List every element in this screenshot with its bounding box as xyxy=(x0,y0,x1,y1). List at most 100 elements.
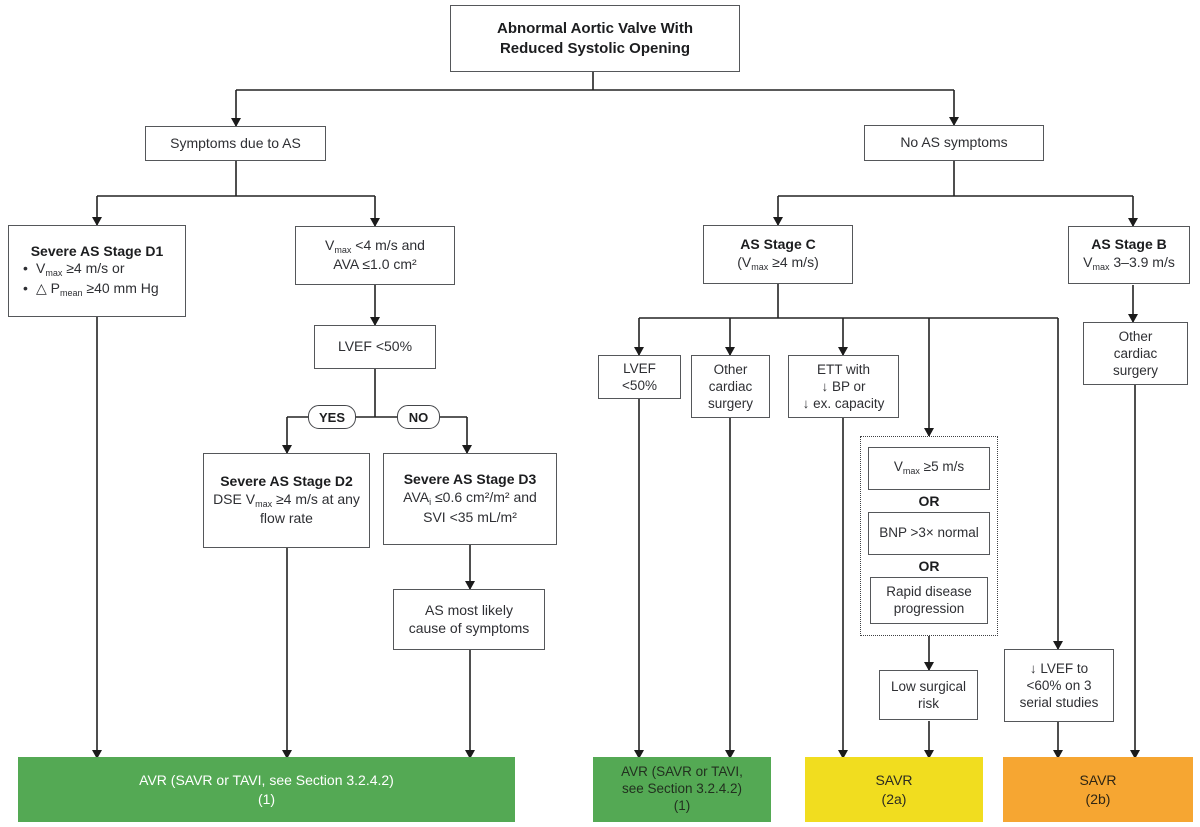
node-line2: cardiac xyxy=(708,378,753,394)
node-other-cardiac-surgery-b: Other cardiac surgery xyxy=(1083,322,1188,385)
subscript: max xyxy=(334,244,352,255)
node-line2: Vmax 3–3.9 m/s xyxy=(1083,254,1175,274)
node-line2: <50% xyxy=(622,378,657,393)
node-line1: Low surgical xyxy=(890,678,967,694)
node-as-stage-c: AS Stage C (Vmax ≥4 m/s) xyxy=(703,225,853,284)
node-line1: AVR (SAVR or TAVI, see Section 3.2.4.2) xyxy=(139,772,394,789)
node-label: BNP >3× normal xyxy=(879,525,979,541)
text-fragment: ≥5 m/s xyxy=(919,459,965,475)
node-line2: (1) xyxy=(257,790,276,807)
node-heading: AS Stage C xyxy=(740,235,816,252)
node-severe-as-stage-d3: Severe AS Stage D3 AVAi ≤0.6 cm²/m² and … xyxy=(383,453,557,545)
node-severe-as-stage-d1: Severe AS Stage D1 • Vmax ≥4 m/s or • △ Pm… xyxy=(8,225,186,317)
node-ett: ETT with ↓ BP or ↓ ex. capacity xyxy=(788,355,899,418)
text-fragment: DSE V xyxy=(213,490,256,507)
node-line1: Vmax <4 m/s and xyxy=(325,237,425,257)
node-line1: Other xyxy=(1118,328,1153,344)
text-fragment: <4 m/s and xyxy=(351,236,425,253)
node-line2: cardiac xyxy=(1113,345,1158,361)
node-line2: <60% on 3 xyxy=(1026,677,1092,693)
arrowhead-icons xyxy=(92,117,1140,759)
node-line3: (1) xyxy=(673,797,691,813)
no-label-pill: NO xyxy=(397,405,440,429)
node-line1: AS most likely xyxy=(425,601,513,618)
text-fragment: ≥4 m/s or xyxy=(62,260,125,277)
node-line1: SAVR xyxy=(1079,772,1117,789)
node-heading: Severe AS Stage D1 xyxy=(30,242,164,259)
node-line1: SAVR xyxy=(875,772,913,789)
terminal-avr-main: AVR (SAVR or TAVI, see Section 3.2.4.2) … xyxy=(18,757,515,822)
node-low-surgical-risk: Low surgical risk xyxy=(879,670,978,720)
node-vmax-ge5: Vmax ≥5 m/s xyxy=(868,447,990,490)
node-line1: AVR (SAVR or TAVI, xyxy=(621,764,743,780)
node-line2: SVI <35 mL/m² xyxy=(423,508,517,525)
text-fragment: V xyxy=(36,260,46,277)
bullet-icon: • xyxy=(23,279,28,296)
node-lvef-lt50-c: LVEF <50% xyxy=(598,355,681,399)
node-label: No AS symptoms xyxy=(900,134,1008,151)
subscript: max xyxy=(45,268,63,279)
node-line2: (2b) xyxy=(1085,790,1111,807)
text-fragment: △ P xyxy=(36,279,60,296)
node-label: LVEF <50% xyxy=(337,338,413,355)
node-no-as-symptoms: No AS symptoms xyxy=(864,125,1044,161)
text-fragment: V xyxy=(1083,254,1093,271)
subscript: i xyxy=(429,497,432,508)
title-line2: Reduced Systolic Opening xyxy=(499,39,691,57)
node-line3: serial studies xyxy=(1019,695,1099,711)
node-line2: (2a) xyxy=(881,790,907,807)
node-symptoms-due-to-as: Symptoms due to AS xyxy=(145,126,326,161)
node-heading: Severe AS Stage D2 xyxy=(220,472,353,489)
node-label: Vmax ≥5 m/s xyxy=(894,459,964,477)
text-fragment: ≤0.6 cm²/m² and xyxy=(431,489,537,506)
node-line3: ↓ ex. capacity xyxy=(802,396,885,412)
terminal-savr-2b: SAVR (2b) xyxy=(1003,757,1193,822)
d1-criterion-1: • Vmax ≥4 m/s or xyxy=(9,260,185,280)
node-line3: surgery xyxy=(707,396,753,412)
node-line1: ↓ LVEF to xyxy=(1029,660,1089,676)
node-title: Abnormal Aortic Valve With Reduced Systo… xyxy=(450,5,740,72)
text-fragment: (V xyxy=(737,253,752,270)
d1-criterion-2: • △ Pmean ≥40 mm Hg xyxy=(9,280,185,300)
node-line2: ↓ BP or xyxy=(821,378,866,394)
text-fragment: 3–3.9 m/s xyxy=(1109,254,1175,271)
node-line1: Rapid disease xyxy=(886,583,972,599)
subscript: max xyxy=(902,466,920,477)
text-fragment: V xyxy=(325,236,335,253)
node-line2: flow rate xyxy=(260,510,313,527)
node-line2: see Section 3.2.4.2) xyxy=(621,781,743,797)
node-lvef-lt50: LVEF <50% xyxy=(314,325,436,369)
node-line2: (Vmax ≥4 m/s) xyxy=(737,254,818,274)
text-fragment: ≥40 mm Hg xyxy=(82,279,159,296)
node-heading: Severe AS Stage D3 xyxy=(403,471,537,488)
text-fragment: AVA xyxy=(403,489,430,506)
node-bnp: BNP >3× normal xyxy=(868,512,990,555)
terminal-savr-2a: SAVR (2a) xyxy=(805,757,983,822)
node-or-criteria-group: Vmax ≥5 m/s OR BNP >3× normal OR Rapid d… xyxy=(860,436,998,636)
node-as-most-likely-cause: AS most likely cause of symptoms xyxy=(393,589,545,650)
subscript: max xyxy=(751,261,769,272)
node-line2: progression xyxy=(893,600,965,616)
text-fragment: ≥4 m/s at any xyxy=(272,490,360,507)
node-line3: surgery xyxy=(1112,363,1158,379)
node-other-cardiac-surgery-c: Other cardiac surgery xyxy=(691,355,770,418)
node-line1: Other xyxy=(713,361,748,377)
node-line2: cause of symptoms xyxy=(408,619,530,636)
node-line2: risk xyxy=(918,696,939,711)
terminal-avr-small: AVR (SAVR or TAVI, see Section 3.2.4.2) … xyxy=(593,757,771,822)
title-line1: Abnormal Aortic Valve With xyxy=(496,20,693,38)
yes-label-pill: YES xyxy=(308,405,356,429)
or-label-1: OR xyxy=(918,493,940,509)
node-label: Symptoms due to AS xyxy=(170,134,301,151)
node-vmax-lt4-ava: Vmax <4 m/s and AVA ≤1.0 cm² xyxy=(295,226,455,285)
bullet-icon: • xyxy=(23,260,28,277)
node-line2: AVA ≤1.0 cm² xyxy=(333,256,417,273)
subscript: mean xyxy=(60,287,83,298)
node-as-stage-b: AS Stage B Vmax 3–3.9 m/s xyxy=(1068,226,1190,284)
node-heading: AS Stage B xyxy=(1091,236,1167,253)
node-line1: ETT with xyxy=(816,361,870,377)
node-line1: DSE Vmax ≥4 m/s at any xyxy=(213,491,360,511)
no-label: NO xyxy=(408,409,429,425)
node-line1: LVEF xyxy=(623,360,656,376)
